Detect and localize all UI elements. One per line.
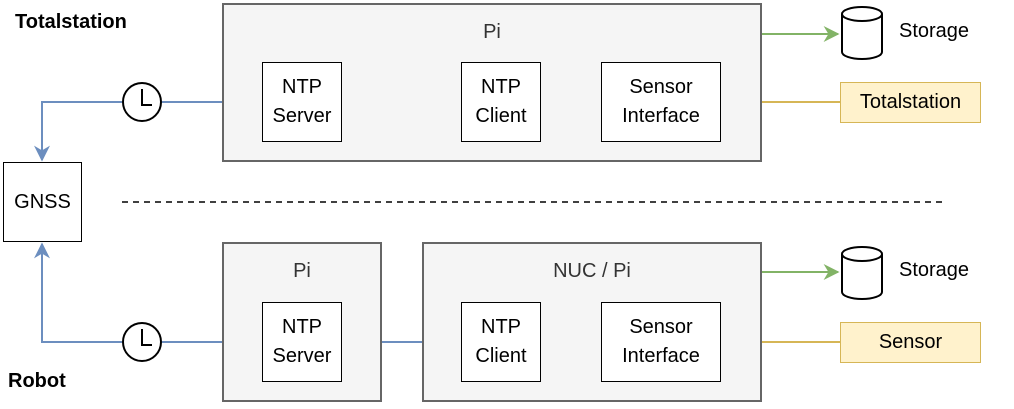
top-sensor-interface-line2: Interface — [622, 105, 700, 127]
bottom-sensor-interface-line2: Interface — [622, 345, 700, 367]
top-ntp-server-line2: Server — [272, 105, 332, 127]
bottom-ntp-server-line1: NTP — [282, 316, 322, 338]
database-icon — [841, 246, 883, 300]
bottom-pi-title: Pi — [293, 260, 311, 282]
gnss-label: GNSS — [14, 190, 71, 213]
bottom-source-label: Sensor — [878, 331, 943, 353]
section-label-robot: Robot — [8, 370, 66, 392]
gnss-box: GNSS — [3, 162, 82, 242]
bottom-nuc-pi-title: NUC / Pi — [553, 260, 631, 282]
section-label-totalstation: Totalstation — [15, 11, 127, 33]
top-sensor-interface-line1: Sensor — [629, 76, 693, 98]
bottom-sensor-interface: Sensor Interface — [601, 302, 721, 382]
top-ntp-client-line2: Client — [475, 105, 527, 127]
top-storage-label: Storage — [899, 20, 970, 42]
bottom-sensor-interface-line1: Sensor — [629, 316, 693, 338]
bottom-source-sensor: Sensor — [840, 322, 981, 363]
top-source-totalstation: Totalstation — [840, 82, 981, 123]
bottom-storage-label: Storage — [899, 259, 970, 281]
bottom-ntp-client-line1: NTP — [481, 316, 521, 338]
top-ntp-client: NTP Client — [461, 62, 541, 142]
top-ntp-server-line1: NTP — [282, 76, 322, 98]
bottom-ntp-server-line2: Server — [272, 345, 332, 367]
clock-icon — [122, 322, 162, 362]
bottom-gnss-arrow — [34, 242, 122, 343]
bottom-ntp-server: NTP Server — [262, 302, 342, 382]
top-sensor-interface: Sensor Interface — [601, 62, 721, 142]
top-gnss-arrow — [34, 101, 122, 162]
clock-icon — [122, 82, 162, 122]
database-icon — [841, 6, 883, 60]
top-ntp-server: NTP Server — [262, 62, 342, 142]
top-ntp-client-line1: NTP — [481, 76, 521, 98]
top-source-label: Totalstation — [859, 91, 962, 113]
bottom-ntp-client: NTP Client — [461, 302, 541, 382]
top-pi-title: Pi — [483, 21, 501, 43]
bottom-ntp-client-line2: Client — [475, 345, 527, 367]
